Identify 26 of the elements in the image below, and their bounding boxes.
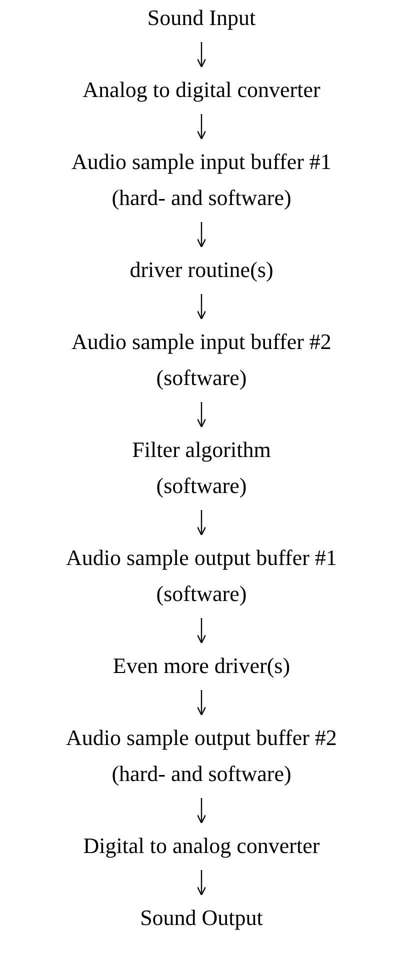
- arrow: [196, 114, 206, 140]
- step-label: Audio sample output buffer #1: [66, 544, 337, 572]
- arrow: [196, 870, 206, 896]
- step-label: Audio sample input buffer #1: [72, 148, 332, 176]
- step-note: (hard- and software): [112, 184, 292, 212]
- step-label: Audio sample output buffer #2: [66, 724, 337, 752]
- arrow: [196, 798, 206, 824]
- step-note: (hard- and software): [112, 760, 292, 788]
- arrow: [196, 402, 206, 428]
- step-label: driver routine(s): [130, 256, 274, 284]
- step-label: Sound Input: [147, 4, 256, 32]
- arrow: [196, 510, 206, 536]
- step-label: Analog to digital converter: [82, 76, 320, 104]
- arrow: [196, 222, 206, 248]
- step-note: (software): [156, 472, 247, 500]
- arrow: [196, 42, 206, 68]
- step-note: (software): [156, 364, 247, 392]
- arrow: [196, 690, 206, 716]
- step-label: Audio sample input buffer #2: [72, 328, 332, 356]
- step-label: Digital to analog converter: [83, 832, 320, 860]
- step-note: (software): [156, 580, 247, 608]
- step-label: Filter algorithm: [132, 436, 271, 464]
- arrow: [196, 294, 206, 320]
- step-label: Even more driver(s): [112, 652, 290, 680]
- arrow: [196, 618, 206, 644]
- step-label: Sound Output: [140, 904, 263, 932]
